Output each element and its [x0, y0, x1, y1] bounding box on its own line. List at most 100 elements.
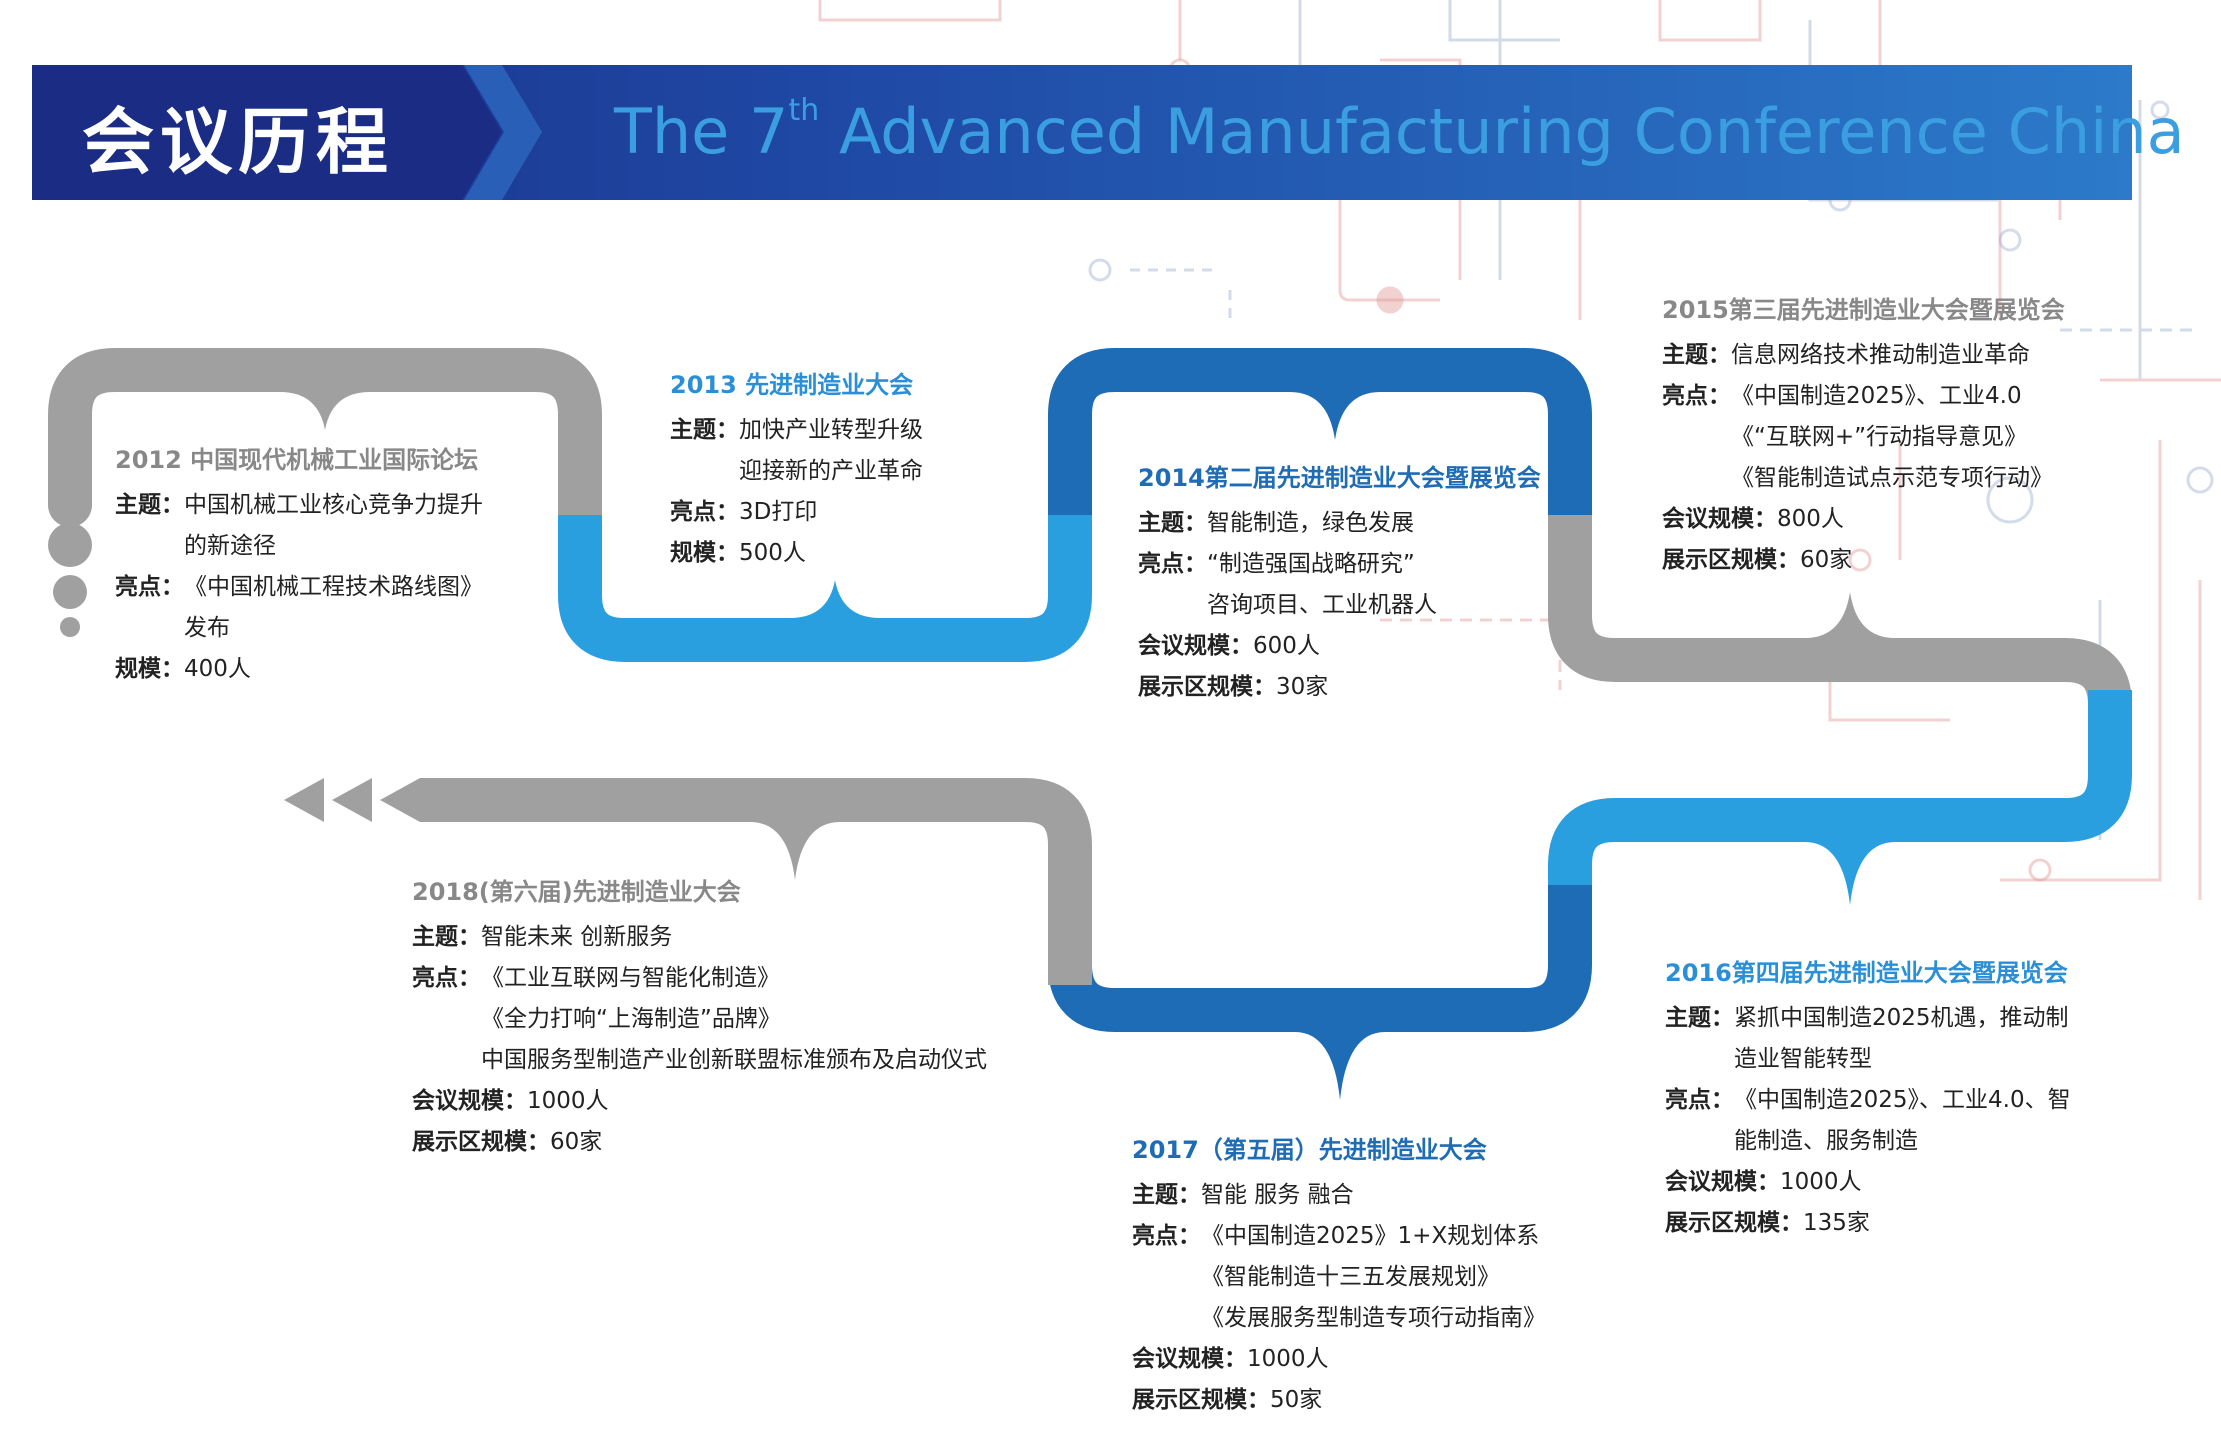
highlight-value: “制造强国战略研究” — [1207, 551, 1415, 577]
theme-label: 主题： — [1665, 1005, 1734, 1031]
theme-value: 智能未来 创新服务 — [481, 924, 673, 950]
arrow-head-icon — [380, 778, 420, 822]
event-2015: 2015第三届先进制造业大会暨展览会 主题：信息网络技术推动制造业革命 亮点： … — [1662, 290, 2065, 581]
notch-2016 — [1805, 842, 1895, 905]
page-title: 会议历程 — [82, 100, 395, 184]
theme-label: 主题： — [412, 924, 481, 950]
banner-title-block — [32, 65, 502, 200]
notch-2012 — [280, 392, 370, 430]
notch-2018 — [750, 822, 840, 880]
highlight-value: 《智能制造十三五发展规划》 — [1201, 1264, 1500, 1290]
theme-value: 信息网络技术推动制造业革命 — [1731, 342, 2030, 368]
start-bubble-1 — [48, 483, 92, 527]
arrow-chevron-icon — [332, 778, 372, 822]
road-2016-right — [1548, 690, 2132, 885]
highlight-value: 《中国制造2025》1+X规划体系 — [1201, 1223, 1540, 1249]
header-banner: 会议历程 The 7th Advanced Manufacturing Conf… — [32, 65, 2185, 200]
theme-value: 加快产业转型升级 — [739, 417, 923, 443]
subtitle-sup: th — [788, 93, 820, 128]
event-2018: 2018(第六届)先进制造业大会 主题：智能未来 创新服务 亮点： 《工业互联网… — [412, 872, 987, 1163]
subtitle-text-end: Advanced Manufacturing Conference China — [819, 95, 2185, 168]
highlight-value: 《中国制造2025》、工业4.0 — [1731, 383, 2022, 409]
scale-label: 会议规模： — [1665, 1169, 1780, 1195]
theme-value: 紧抓中国制造2025机遇，推动制 — [1734, 1005, 2069, 1031]
scale-value: 1000人 — [527, 1088, 609, 1114]
theme-label: 主题： — [1138, 510, 1207, 536]
highlight-label: 亮点： — [670, 499, 739, 525]
highlight-label: 亮点： — [1662, 383, 1731, 409]
road-2012-2013 — [558, 515, 1092, 662]
event-2017: 2017（第五届）先进制造业大会 主题：智能 服务 融合 亮点： 《中国制造20… — [1132, 1130, 1546, 1421]
highlight-value: 《工业互联网与智能化制造》 — [481, 965, 780, 991]
event-title: 2015第三届先进制造业大会暨展览会 — [1662, 296, 2065, 324]
event-2016: 2016第四届先进制造业大会暨展览会 主题： 紧抓中国制造2025机遇，推动制造… — [1665, 953, 2071, 1244]
highlight-label: 亮点： — [1665, 1087, 1734, 1113]
start-bubble-2 — [48, 523, 92, 567]
theme-label: 主题： — [670, 417, 739, 443]
theme-value: 中国机械工业核心竞争力提升 — [184, 492, 483, 518]
expo-label: 展示区规模： — [1662, 547, 1800, 573]
arrow-chevron-icon — [284, 778, 324, 822]
expo-value: 30家 — [1276, 674, 1329, 700]
scale-label: 会议规模： — [412, 1088, 527, 1114]
highlight-label: 亮点： — [1138, 551, 1207, 577]
highlight-value: 《智能制造试点示范专项行动》 — [1731, 465, 2053, 491]
event-title: 2017（第五届）先进制造业大会 — [1132, 1136, 1487, 1164]
page-subtitle: The 7th Advanced Manufacturing Conferenc… — [614, 93, 2185, 168]
event-title: 2012 中国现代机械工业国际论坛 — [115, 446, 479, 474]
theme-value: 智能制造，绿色发展 — [1207, 510, 1414, 536]
start-bubble-3 — [53, 575, 87, 609]
scale-label: 会议规模： — [1138, 633, 1253, 659]
notch-2017 — [1295, 1032, 1385, 1100]
notch-2014 — [1290, 392, 1380, 440]
highlight-value: 《“互联网+”行动指导意见》 — [1731, 424, 2028, 450]
road-2014-top — [1048, 348, 1592, 515]
theme-value: 造业智能转型 — [1734, 1046, 1872, 1072]
highlight-label: 亮点： — [1132, 1223, 1201, 1249]
event-title: 2016第四届先进制造业大会暨展览会 — [1665, 959, 2068, 987]
expo-label: 展示区规模： — [1138, 674, 1276, 700]
road-2018 — [420, 778, 1092, 985]
scale-value: 1000人 — [1247, 1346, 1329, 1372]
road-2012-top — [48, 348, 602, 515]
scale-value: 400人 — [184, 656, 251, 682]
start-bubble-4 — [60, 617, 80, 637]
scale-value: 1000人 — [1780, 1169, 1862, 1195]
highlight-value: 《发展服务型制造专项行动指南》 — [1201, 1305, 1546, 1331]
highlight-value: 《全力打响“上海制造”品牌》 — [481, 1006, 781, 1032]
scale-label: 规模： — [670, 540, 739, 566]
notch-2013 — [790, 580, 880, 618]
notch-2015 — [1805, 592, 1895, 638]
event-title: 2014第二届先进制造业大会暨展览会 — [1138, 464, 1541, 492]
theme-value: 的新途径 — [184, 533, 276, 559]
expo-value: 60家 — [550, 1129, 603, 1155]
event-2012: 2012 中国现代机械工业国际论坛 主题： 中国机械工业核心竞争力提升的新途径 … — [115, 440, 483, 690]
scale-label: 规模： — [115, 656, 184, 682]
event-2013: 2013 先进制造业大会 主题： 加快产业转型升级迎接新的产业革命 亮点：3D打… — [670, 365, 923, 574]
theme-value: 智能 服务 融合 — [1201, 1182, 1354, 1208]
theme-label: 主题： — [115, 492, 184, 518]
expo-label: 展示区规模： — [412, 1129, 550, 1155]
event-title: 2018(第六届)先进制造业大会 — [412, 878, 741, 906]
event-2014: 2014第二届先进制造业大会暨展览会 主题：智能制造，绿色发展 亮点： “制造强… — [1138, 458, 1541, 708]
highlight-value: 《中国机械工程技术路线图》 — [184, 574, 483, 600]
scale-label: 会议规模： — [1132, 1346, 1247, 1372]
theme-label: 主题： — [1662, 342, 1731, 368]
highlight-label: 亮点： — [412, 965, 481, 991]
event-title: 2013 先进制造业大会 — [670, 371, 914, 399]
scale-value: 800人 — [1777, 506, 1844, 532]
scale-value: 500人 — [739, 540, 806, 566]
expo-value: 50家 — [1270, 1387, 1323, 1413]
highlight-value: 《中国制造2025》、工业4.0、智 — [1734, 1087, 2071, 1113]
expo-label: 展示区规模： — [1132, 1387, 1270, 1413]
highlight-value: 能制造、服务制造 — [1734, 1128, 1918, 1154]
highlight-value: 中国服务型制造产业创新联盟标准颁布及启动仪式 — [481, 1047, 987, 1073]
expo-value: 60家 — [1800, 547, 1853, 573]
theme-label: 主题： — [1132, 1182, 1201, 1208]
road-2017 — [1048, 885, 1592, 1032]
subtitle-text: The 7 — [614, 95, 789, 168]
scale-value: 600人 — [1253, 633, 1320, 659]
scale-label: 会议规模： — [1662, 506, 1777, 532]
